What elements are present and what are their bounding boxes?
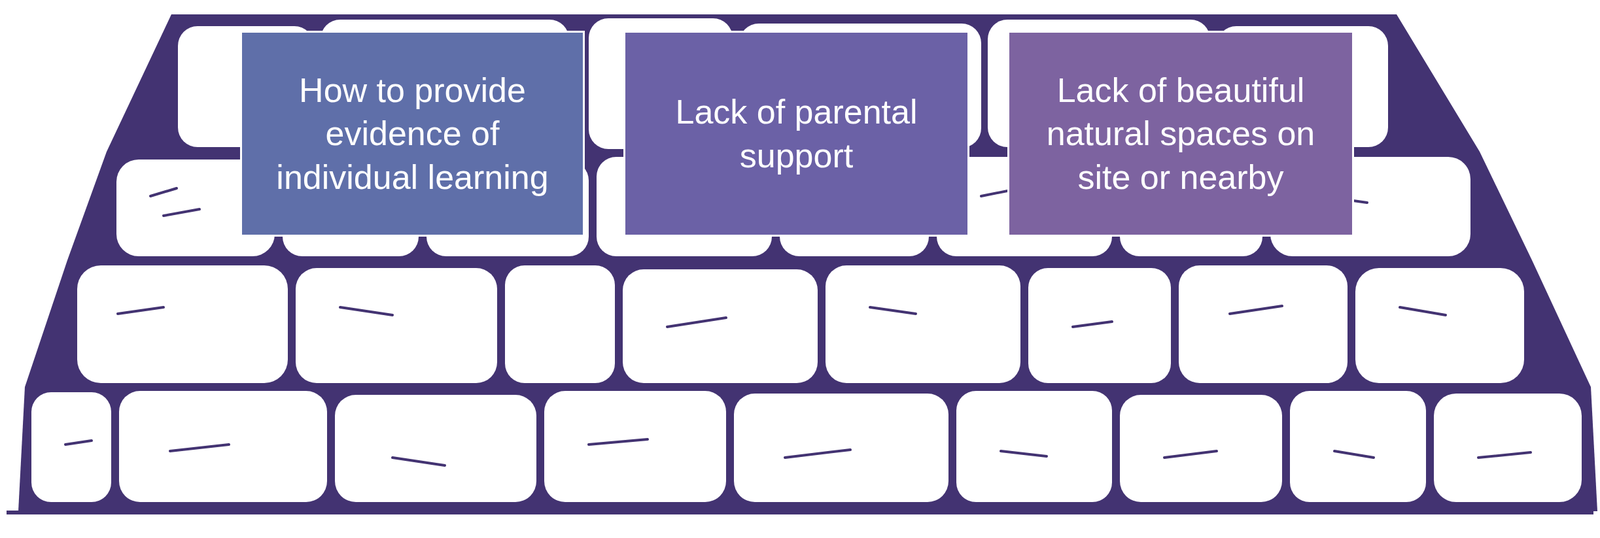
box-label: How to provide evidence of individual le… xyxy=(256,68,569,200)
problem-box: Lack of parental support xyxy=(623,30,970,237)
problem-box: How to provide evidence of individual le… xyxy=(240,30,585,237)
wall-silhouette xyxy=(18,14,1598,512)
box-label: Lack of beautiful natural spaces on site… xyxy=(1023,68,1338,200)
box-label: Lack of parental support xyxy=(639,90,954,178)
ground-line xyxy=(6,510,1594,515)
problem-box: Lack of beautiful natural spaces on site… xyxy=(1007,30,1355,237)
stones xyxy=(31,18,1582,503)
